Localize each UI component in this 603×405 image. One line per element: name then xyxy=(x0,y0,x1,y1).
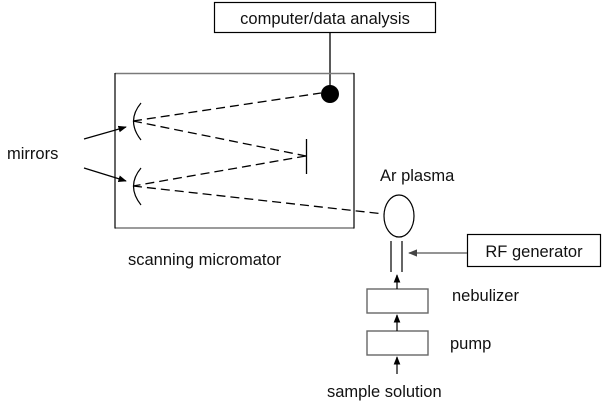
beam-mirror-to-grating xyxy=(132,120,307,157)
computer-box: computer/data analysis xyxy=(213,1,437,34)
beam-plasma-to-mirror xyxy=(132,185,385,215)
monochromator-enclosure xyxy=(114,72,355,229)
rf-generator-box: RF generator xyxy=(466,233,602,268)
mirrors-arrow-lower xyxy=(83,167,127,182)
rf-generator-label: RF generator xyxy=(485,243,583,261)
ar-plasma-label: Ar plasma xyxy=(380,167,455,185)
plasma-ellipse xyxy=(383,194,415,238)
mirrors-arrow-upper xyxy=(83,125,127,140)
pump-box xyxy=(366,330,429,356)
nebulizer-label: nebulizer xyxy=(452,287,519,305)
sample-solution-label: sample solution xyxy=(327,383,442,401)
detector-dot xyxy=(321,85,339,103)
nebulizer-box xyxy=(366,288,429,314)
computer-label: computer/data analysis xyxy=(240,10,410,28)
beam-mirror-to-detector xyxy=(132,92,322,122)
pump-label: pump xyxy=(450,335,491,353)
beam-grating-to-mirror xyxy=(132,155,307,187)
mirrors-label: mirrors xyxy=(7,145,58,163)
monochromator-label: scanning micromator xyxy=(128,251,282,269)
